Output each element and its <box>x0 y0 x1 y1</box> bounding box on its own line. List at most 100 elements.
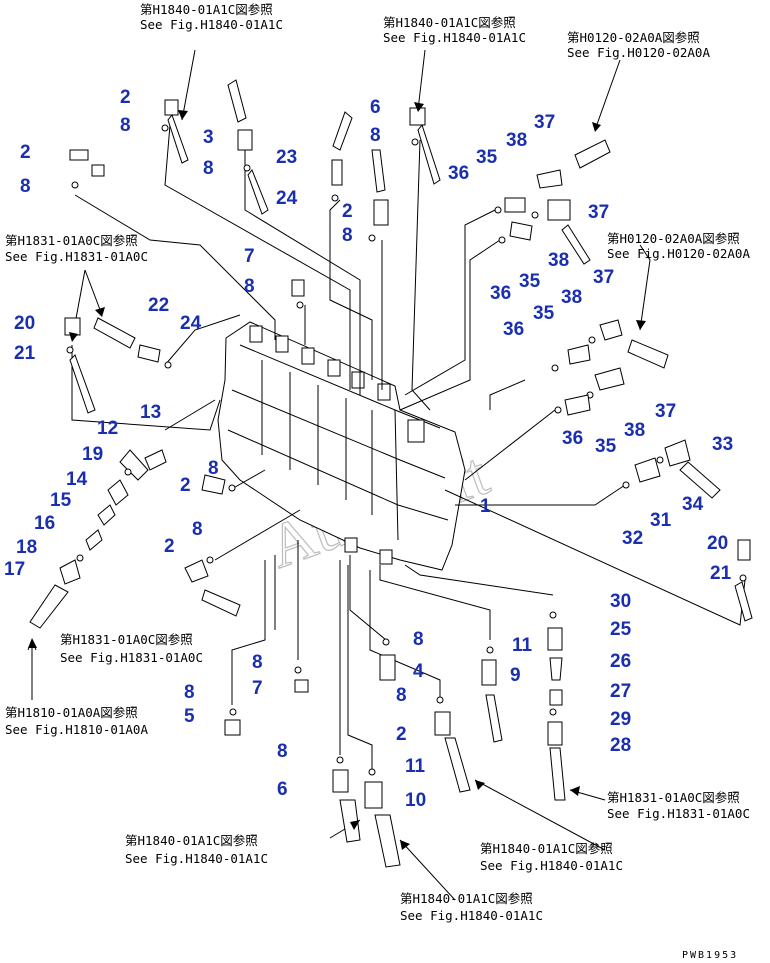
callout-number: 23 <box>276 147 297 168</box>
reference-note: 第H1831-01A0C図参照 See Fig.H1831-01A0C <box>607 790 750 821</box>
callout-number: 36 <box>562 428 583 449</box>
callout-number: 13 <box>140 402 161 423</box>
callout-number: 24 <box>276 188 298 209</box>
reference-note: 第H1840-01A1C図参照 See Fig.H1840-01A1C <box>383 15 526 45</box>
fittings <box>29 79 753 868</box>
callout-number: 38 <box>548 250 569 271</box>
reference-note-jp: 第H1840-01A1C図参照 <box>400 891 533 906</box>
reference-note-jp: 第H0120-02A0A図参照 <box>567 30 700 45</box>
callout-number: 38 <box>561 287 582 308</box>
callout-number: 8 <box>120 115 131 136</box>
reference-note: 第H1810-01A0A図参照 See Fig.H1810-01A0A <box>5 705 148 737</box>
callout-number: 35 <box>533 303 555 324</box>
callout-number: 24 <box>180 313 202 334</box>
callout-numbers: 2 8 3 8 2 8 23 24 2 8 6 8 36 35 38 37 37… <box>4 87 733 811</box>
callout-number: 2 <box>342 201 353 222</box>
callout-number: 8 <box>413 629 424 650</box>
reference-note-en: See Fig.H1840-01A1C <box>480 858 623 873</box>
reference-note-en: See Fig.H0120-02A0A <box>607 246 750 261</box>
reference-note-jp: 第H1810-01A0A図参照 <box>5 705 138 720</box>
reference-note-jp: 第H1831-01A0C図参照 <box>60 632 193 647</box>
reference-note-en: See Fig.H1831-01A0C <box>60 650 203 665</box>
callout-number: 20 <box>14 313 35 334</box>
callout-number: 2 <box>120 87 131 108</box>
reference-note-en: See Fig.H1840-01A1C <box>383 30 526 45</box>
reference-note-jp: 第H1831-01A0C図参照 <box>607 790 740 805</box>
callout-number: 8 <box>252 652 263 673</box>
callout-number: 35 <box>476 147 498 168</box>
callout-number: 8 <box>192 519 203 540</box>
callout-number: 20 <box>707 533 728 554</box>
callout-number: 8 <box>20 176 31 197</box>
callout-number: 28 <box>610 735 631 756</box>
callout-number: 8 <box>208 458 219 479</box>
callout-number: 19 <box>82 444 103 465</box>
callout-number: 38 <box>506 130 527 151</box>
callout-number: 3 <box>203 127 214 148</box>
arrowheads <box>28 102 646 850</box>
reference-note-en: See Fig.H1840-01A1C <box>140 17 283 32</box>
callout-number: 8 <box>184 682 195 703</box>
reference-note-en: See Fig.H1840-01A1C <box>400 908 543 923</box>
callout-number: 34 <box>682 494 704 515</box>
callout-number: 6 <box>370 97 381 118</box>
reference-note-en: See Fig.H0120-02A0A <box>567 45 710 60</box>
callout-number: 1 <box>480 496 491 517</box>
callout-number: 15 <box>50 490 72 511</box>
reference-note: 第H1840-01A1C図参照 See Fig.H1840-01A1C <box>400 891 543 923</box>
callout-number: 14 <box>66 469 88 490</box>
callout-number: 2 <box>164 536 175 557</box>
callout-number: 21 <box>14 343 36 364</box>
reference-note-jp: 第H1840-01A1C図参照 <box>140 2 273 17</box>
callout-number: 27 <box>610 681 631 702</box>
reference-note-en: See Fig.H1840-01A1C <box>125 851 268 866</box>
callout-number: 33 <box>712 434 733 455</box>
reference-note-jp: 第H0120-02A0A図参照 <box>607 231 740 246</box>
reference-note: 第H1840-01A1C図参照 See Fig.H1840-01A1C <box>125 833 268 866</box>
callout-number: 36 <box>503 319 524 340</box>
callout-number: 8 <box>370 125 381 146</box>
callout-number: 31 <box>650 510 672 531</box>
callout-number: 11 <box>512 635 533 656</box>
callout-number: 8 <box>203 158 214 179</box>
reference-note-jp: 第H1840-01A1C図参照 <box>383 15 516 30</box>
callout-number: 37 <box>588 202 609 223</box>
callout-number: 8 <box>342 225 353 246</box>
reference-note: 第H1831-01A0C図参照 See Fig.H1831-01A0C <box>5 233 148 264</box>
callout-number: 5 <box>184 706 195 727</box>
callout-number: 26 <box>610 651 631 672</box>
callout-number: 25 <box>610 619 632 640</box>
reference-note-en: See Fig.H1831-01A0C <box>607 806 750 821</box>
callout-number: 37 <box>655 401 676 422</box>
callout-number: 35 <box>595 436 617 457</box>
reference-note: 第H0120-02A0A図参照 See Fig.H0120-02A0A <box>607 231 750 261</box>
callout-number: 32 <box>622 528 643 549</box>
callout-number: 10 <box>405 790 426 811</box>
reference-note-en: See Fig.H1831-01A0C <box>5 249 148 264</box>
callout-number: 2 <box>180 475 191 496</box>
control-valve-body <box>217 321 466 571</box>
reference-note: 第H1840-01A1C図参照 See Fig.H1840-01A1C <box>480 841 623 873</box>
callout-number: 7 <box>244 246 255 267</box>
reference-note-jp: 第H1840-01A1C図参照 <box>480 841 613 856</box>
callout-number: 8 <box>396 685 407 706</box>
callout-number: 36 <box>448 163 469 184</box>
callout-number: 12 <box>97 418 118 439</box>
callout-number: 8 <box>277 741 288 762</box>
reference-note-en: See Fig.H1810-01A0A <box>5 722 148 737</box>
callout-number: 18 <box>16 537 37 558</box>
callout-number: 7 <box>252 678 263 699</box>
callout-number: 4 <box>413 661 424 682</box>
callout-number: 6 <box>277 779 288 800</box>
callout-number: 22 <box>148 295 169 316</box>
callout-number: 36 <box>490 283 511 304</box>
reference-note-jp: 第H1831-01A0C図参照 <box>5 233 138 248</box>
drawing-code: PWB1953 <box>682 950 738 961</box>
callout-number: 16 <box>34 513 55 534</box>
callout-number: 17 <box>4 559 25 580</box>
callout-number: 8 <box>244 276 255 297</box>
callout-number: 21 <box>710 563 732 584</box>
callout-number: 38 <box>624 420 645 441</box>
callout-number: 37 <box>593 267 614 288</box>
